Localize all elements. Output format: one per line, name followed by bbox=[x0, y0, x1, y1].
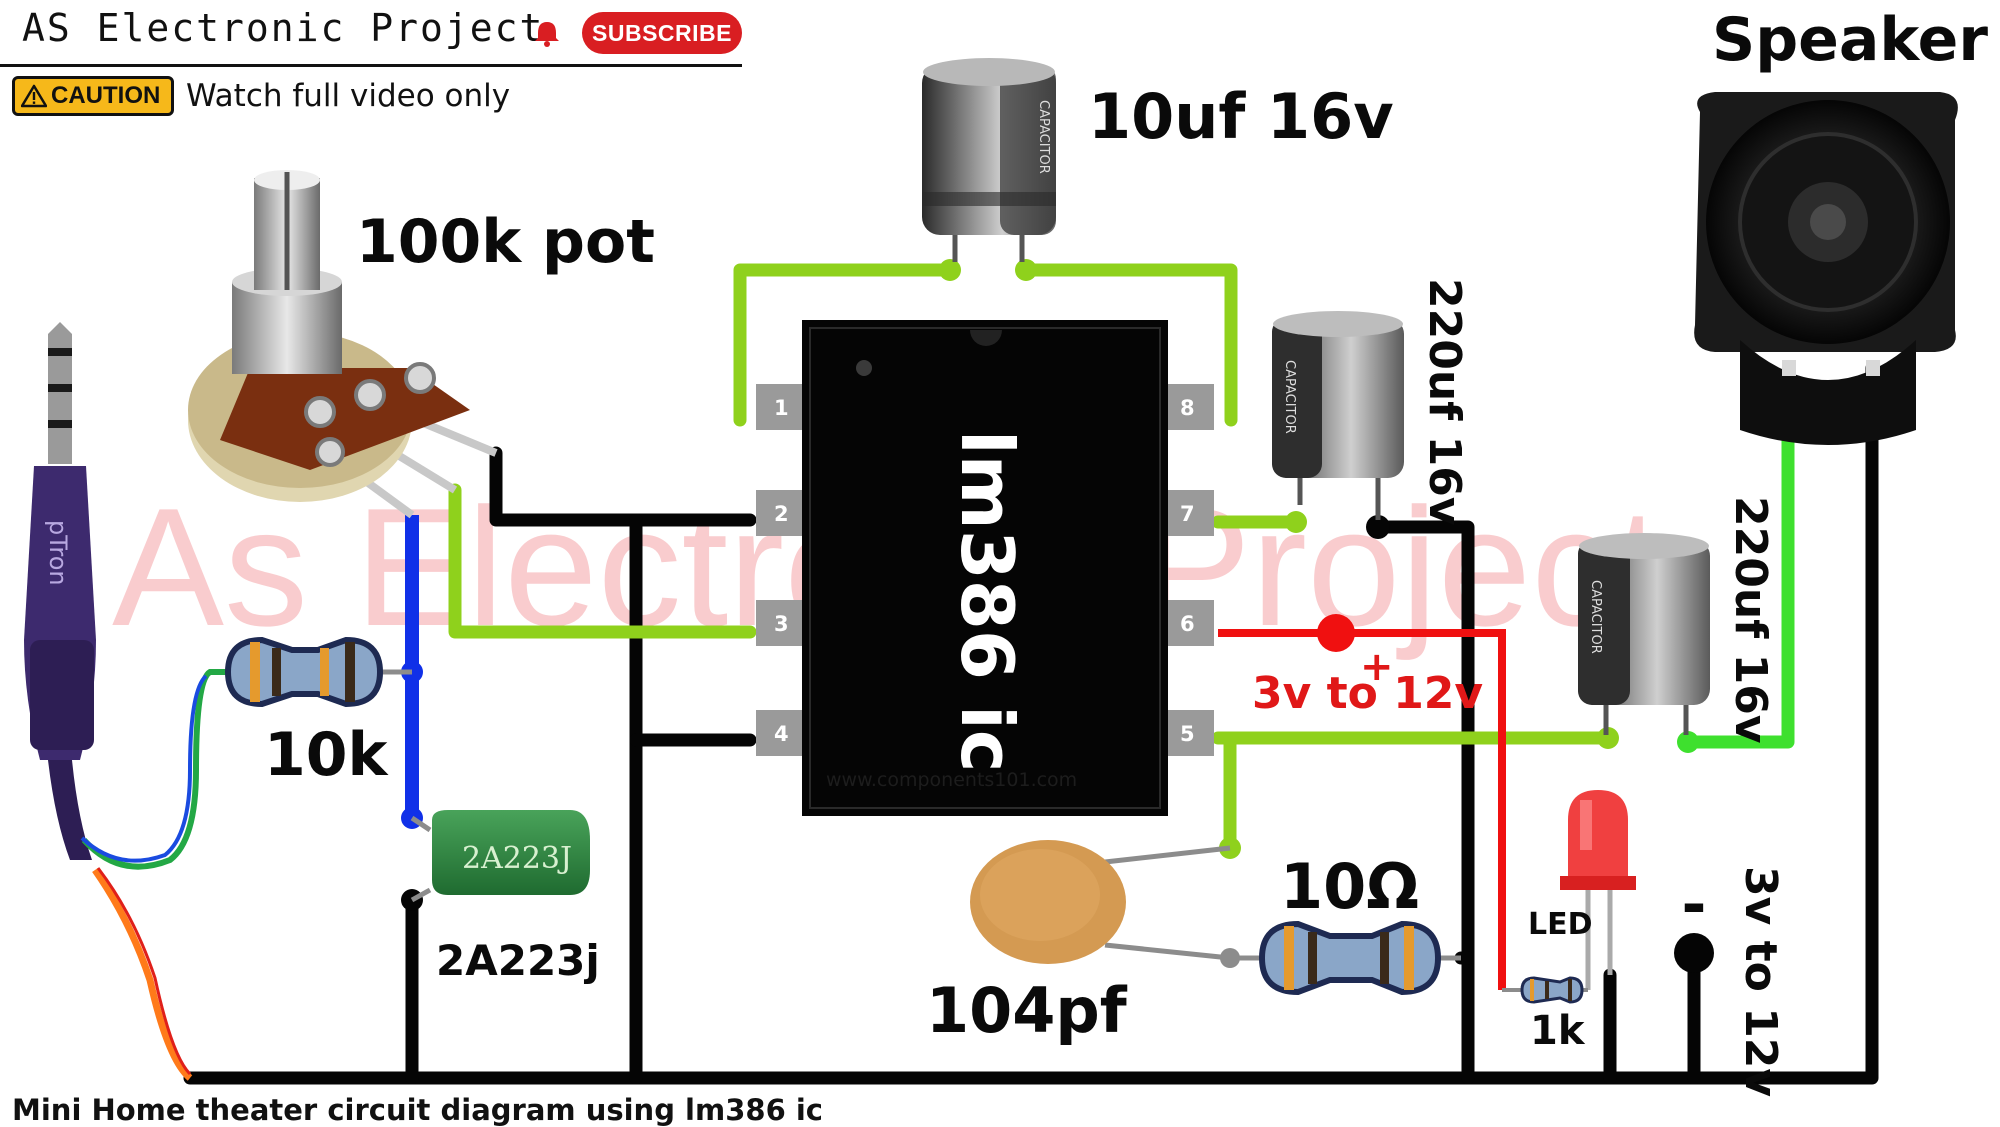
audio-jack: pTron bbox=[24, 322, 96, 860]
label-led: LED bbox=[1528, 907, 1593, 942]
capacitor-220uf-b: CAPACITOR bbox=[1578, 533, 1710, 735]
junction-dots bbox=[401, 259, 1714, 973]
red-wire bbox=[1218, 629, 1506, 990]
ic-pins: 1 2 3 4 5 6 7 8 bbox=[756, 384, 1214, 756]
capacitor-print-b: CAPACITOR bbox=[1588, 580, 1603, 654]
bell-icon[interactable] bbox=[532, 18, 562, 48]
jack-brand: pTron bbox=[44, 520, 72, 586]
diagram-caption: Mini Home theater circuit diagram using … bbox=[12, 1093, 823, 1127]
label-2a223j: 2A223j bbox=[436, 936, 600, 985]
potentiometer bbox=[188, 170, 498, 519]
label-supply-red: 3v to 12v bbox=[1252, 668, 1483, 719]
pin-5: 5 bbox=[1180, 722, 1195, 746]
caution-message: Watch full video only bbox=[186, 78, 511, 114]
label-10-ohm: 10Ω bbox=[1280, 850, 1419, 923]
green-wires bbox=[448, 263, 1615, 855]
led-icon bbox=[1560, 790, 1636, 990]
ic-label: lm386 ic bbox=[945, 430, 1029, 772]
caution-badge: CAUTION bbox=[12, 76, 174, 116]
jack-wire-red bbox=[96, 867, 192, 1076]
capacitor-print-top: CAPACITOR bbox=[1036, 100, 1051, 174]
pin-3: 3 bbox=[774, 612, 789, 636]
black-wires bbox=[183, 361, 1879, 1085]
capacitor-104pf bbox=[970, 840, 1231, 964]
capacitor-film-print: 2A223J bbox=[462, 841, 572, 876]
pin-2: 2 bbox=[774, 502, 789, 526]
speaker-wire bbox=[1688, 372, 1795, 749]
subscribe-button[interactable]: SUBSCRIBE bbox=[582, 12, 742, 54]
jack-wire-blue-green bbox=[81, 669, 232, 870]
label-supply-right: 3v to 12v bbox=[1735, 866, 1786, 1097]
pin-1: 1 bbox=[774, 396, 789, 420]
label-minus: - bbox=[1682, 870, 1707, 940]
pin-8: 8 bbox=[1180, 396, 1195, 420]
component-labels: 100k pot 10uf 16v Speaker 220uf 16v 220u… bbox=[264, 5, 1988, 1097]
label-cap-top: 10uf 16v bbox=[1088, 80, 1394, 153]
label-1k: 1k bbox=[1530, 1008, 1586, 1054]
pin-4: 4 bbox=[774, 722, 789, 746]
resistor-10k bbox=[224, 636, 412, 708]
capacitor-print-a: CAPACITOR bbox=[1282, 360, 1297, 434]
label-cap-220-a: 220uf 16v bbox=[1419, 278, 1470, 526]
label-speaker: Speaker bbox=[1712, 5, 1988, 75]
label-10k: 10k bbox=[264, 720, 389, 790]
label-104pf: 104pf bbox=[926, 974, 1128, 1047]
lm386-ic: lm386 ic www.components101.com bbox=[802, 320, 1168, 816]
resistor-10-ohm bbox=[1230, 920, 1461, 996]
pin-6: 6 bbox=[1180, 612, 1195, 636]
label-cap-220-b: 220uf 16v bbox=[1725, 496, 1776, 744]
label-plus: + bbox=[1360, 644, 1394, 690]
speaker-icon bbox=[1694, 92, 1958, 445]
capacitor-220uf-a: CAPACITOR bbox=[1272, 311, 1404, 520]
caution-label: CAUTION bbox=[51, 82, 161, 109]
capacitor-10uf: CAPACITOR bbox=[922, 58, 1056, 262]
warning-icon bbox=[21, 84, 47, 108]
capacitor-2a223j: 2A223J bbox=[410, 810, 590, 903]
label-pot: 100k pot bbox=[356, 207, 655, 277]
brand-title: AS Electronic Project bbox=[22, 6, 545, 50]
header-divider bbox=[0, 64, 742, 67]
resistor-1k bbox=[1502, 976, 1588, 1004]
ic-site: www.components101.com bbox=[826, 769, 1077, 791]
jack-wire-orange bbox=[92, 867, 193, 1081]
jack-wire-blue bbox=[80, 674, 208, 863]
pin-7: 7 bbox=[1180, 502, 1195, 526]
